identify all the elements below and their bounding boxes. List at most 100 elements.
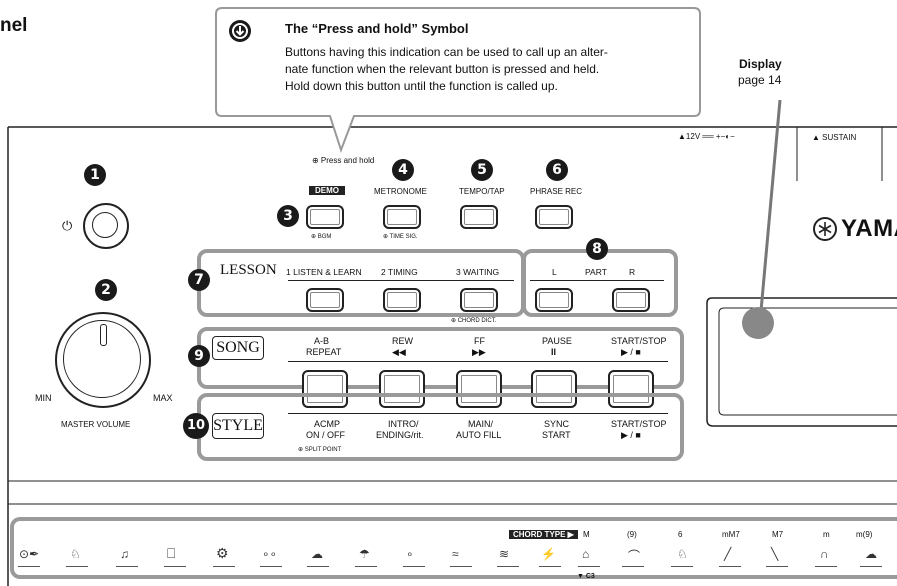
intro-label-2: ENDING/rit. (376, 430, 424, 440)
category-icon-2[interactable]: ♘ (70, 547, 81, 561)
category-icon-6[interactable]: ∘∘ (262, 547, 278, 561)
song-underline (288, 361, 668, 362)
rew-intro-button[interactable] (379, 370, 425, 408)
chord-minor-label: m (823, 530, 830, 539)
callout-text-2: nate function when the relevant button i… (285, 62, 600, 76)
song-label: SONG (212, 336, 264, 360)
metronome-button[interactable] (383, 205, 421, 229)
tempo-tap-button[interactable] (460, 205, 498, 229)
display-page-ref: page 14 (738, 73, 782, 87)
sync-label-2: START (542, 430, 571, 440)
volume-label: MASTER VOLUME (61, 420, 131, 429)
demo-button[interactable] (306, 205, 344, 229)
callout-number-6: 6 (546, 159, 568, 181)
brand-name: YAMA (841, 215, 897, 242)
yamaha-logo-icon (813, 217, 837, 241)
ab-repeat-acmp-button[interactable] (302, 370, 348, 408)
category-icon-13[interactable]: ⌂ (582, 547, 590, 561)
intro-label-1: INTRO/ (388, 419, 419, 429)
category-icon-14[interactable]: ⌒ (628, 549, 641, 563)
pause-sync-button[interactable] (531, 370, 577, 408)
song-start-stop-label-1: START/STOP (611, 336, 667, 346)
acmp-label-1: ACMP (314, 419, 341, 429)
main-label-1: MAIN/ (468, 419, 494, 429)
chord-mm7-label: mM7 (722, 530, 740, 539)
standby-icon: ⏻ (62, 218, 73, 233)
ab-repeat-label-1: A-B (314, 336, 330, 346)
power-jack-label: ▲12V ══ +−◐− (678, 132, 735, 141)
lesson-1-label: 1 LISTEN & LEARN (286, 267, 362, 277)
category-icon-1[interactable]: ⊙✒ (19, 547, 40, 561)
category-icon-10[interactable]: ≈ (452, 547, 459, 561)
part-r-label: R (629, 267, 636, 277)
callout-title: The “Press and hold” Symbol (285, 21, 469, 36)
phrase-rec-label: PHRASE REC (530, 187, 583, 196)
category-underline-13 (578, 566, 600, 567)
download-icon (229, 20, 251, 42)
lesson-timing-button[interactable] (383, 288, 421, 312)
category-icon-16[interactable]: ╱ (724, 547, 732, 561)
category-underline-12 (539, 566, 561, 567)
chord-type-label: CHORD TYPE ▶ (509, 530, 578, 539)
category-icon-9[interactable]: ∘ (406, 547, 414, 561)
chord-9-label: (9) (627, 530, 637, 539)
power-switch[interactable] (83, 203, 129, 249)
lesson-waiting-button[interactable] (460, 288, 498, 312)
category-icon-15[interactable]: ♘ (677, 547, 688, 561)
lesson-underline (288, 280, 514, 281)
metronome-label: METRONOME (374, 187, 427, 196)
heading-fragment: nel (0, 15, 28, 36)
lesson-listen-button[interactable] (306, 288, 344, 312)
category-icon-19[interactable]: ☁ (865, 547, 877, 561)
callout-number-1: 1 (84, 164, 106, 186)
start-stop-button[interactable] (608, 370, 654, 408)
display-marker (742, 307, 774, 339)
callout-number-7: 7 (188, 269, 210, 291)
category-icon-3[interactable]: ♫ (120, 547, 129, 561)
category-icon-5[interactable]: ⚙ (216, 545, 229, 561)
category-underline-10 (450, 566, 472, 567)
part-l-button[interactable] (535, 288, 573, 312)
category-underline-18 (815, 566, 837, 567)
metronome-sub-label: ⊕ TIME SIG. (383, 234, 418, 240)
ab-repeat-label-2: REPEAT (306, 347, 342, 357)
pause-label-2: II (551, 347, 557, 357)
category-icon-8[interactable]: ☂ (359, 547, 370, 561)
chord-dict-label: ⊕ CHORD DICT. (451, 318, 497, 324)
category-underline-4 (164, 566, 186, 567)
category-underline-9 (403, 566, 425, 567)
category-underline-6 (260, 566, 282, 567)
master-volume-knob[interactable] (55, 312, 151, 408)
callout-number-4: 4 (392, 159, 414, 181)
callout-number-2: 2 (95, 279, 117, 301)
category-icon-12[interactable]: ⚡ (541, 547, 556, 561)
callout-number-5: 5 (471, 159, 493, 181)
demo-sub-label: ⊕ BGM (311, 234, 332, 240)
style-underline (288, 413, 668, 414)
main-label-2: AUTO FILL (456, 430, 502, 440)
tempo-label: TEMPO/TAP (459, 187, 505, 196)
demo-label: DEMO (309, 186, 345, 195)
sync-label-1: SYNC (544, 419, 570, 429)
category-underline-19 (860, 566, 882, 567)
lesson-3-label: 3 WAITING (456, 267, 500, 277)
lesson-2-label: 2 TIMING (381, 267, 418, 277)
callout-number-8: 8 (586, 238, 608, 260)
chord-m-label: M (583, 530, 590, 539)
category-icon-7[interactable]: ☁ (311, 547, 323, 561)
category-icon-4[interactable]: ⎕ (167, 545, 176, 561)
category-underline-17 (766, 566, 788, 567)
ff-main-button[interactable] (456, 370, 502, 408)
display-title: Display (739, 57, 782, 71)
phrase-rec-button[interactable] (535, 205, 573, 229)
category-icon-18[interactable]: ∩ (820, 547, 829, 561)
category-underline-15 (671, 566, 693, 567)
part-r-button[interactable] (612, 288, 650, 312)
category-icon-11[interactable]: ≋ (499, 547, 510, 561)
category-icon-17[interactable]: ╲ (771, 547, 779, 561)
category-underline-2 (66, 566, 88, 567)
volume-max-label: MAX (153, 393, 173, 403)
instrument-strip (10, 517, 897, 579)
